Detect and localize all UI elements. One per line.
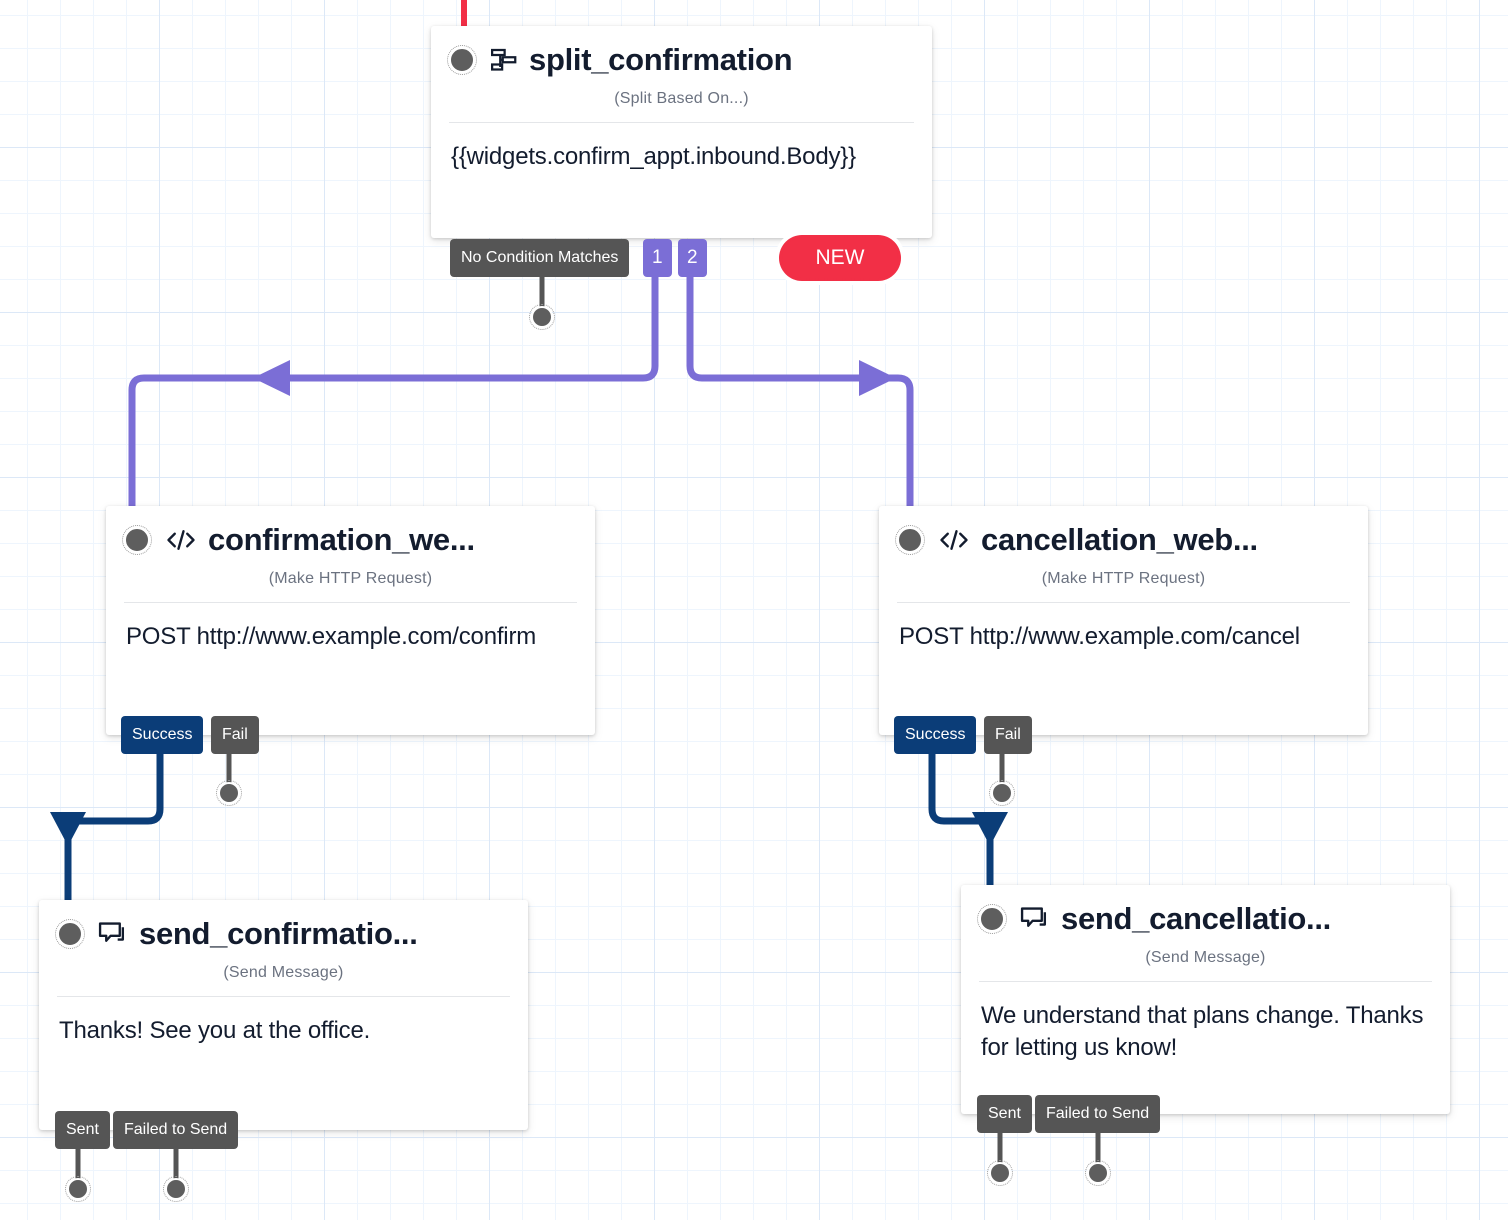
split-icon	[489, 45, 519, 75]
output-no-condition-matches[interactable]: No Condition Matches	[450, 239, 630, 277]
node-divider	[897, 602, 1350, 603]
node-split-confirmation[interactable]: split_confirmation (Split Based On...) {…	[431, 26, 932, 238]
endpoint-send-confirmation-failed[interactable]	[163, 1176, 189, 1202]
node-send-cancellation[interactable]: send_cancellatio... (Send Message) We un…	[961, 885, 1450, 1114]
arrowhead-confirmation-success	[50, 812, 86, 846]
node-input-dot[interactable]	[122, 525, 152, 555]
wire-cancellation-success	[928, 750, 994, 889]
output-send-confirmation-failed[interactable]: Failed to Send	[113, 1111, 239, 1149]
node-title: send_confirmatio...	[139, 916, 418, 951]
node-body: POST http://www.example.com/confirm	[126, 623, 537, 650]
node-body: Thanks! See you at the office.	[59, 1017, 371, 1044]
output-send-cancellation-sent[interactable]: Sent	[977, 1095, 1032, 1133]
node-confirmation-webhook[interactable]: confirmation_we... (Make HTTP Request) P…	[106, 506, 595, 735]
node-title: split_confirmation	[529, 42, 793, 77]
endpoint-send-cancellation-sent[interactable]	[987, 1160, 1013, 1186]
output-confirmation-success[interactable]: Success	[121, 716, 204, 754]
output-branch-1[interactable]: 1	[643, 239, 672, 277]
arrowhead-cancellation-success	[972, 812, 1008, 846]
node-header: split_confirmation	[431, 26, 932, 78]
output-cancellation-fail[interactable]: Fail	[984, 716, 1032, 754]
node-body: {{widgets.confirm_appt.inbound.Body}}	[451, 143, 856, 170]
endpoint-cancellation-fail[interactable]	[989, 780, 1015, 806]
arrowhead-branch-1	[253, 360, 290, 396]
node-send-confirmation[interactable]: send_confirmatio... (Send Message) Thank…	[39, 900, 528, 1130]
node-divider	[979, 981, 1432, 982]
code-icon	[164, 525, 198, 555]
node-title: cancellation_web...	[981, 522, 1258, 557]
new-branch-label: NEW	[782, 238, 898, 278]
node-header: confirmation_we...	[106, 506, 595, 558]
node-input-dot[interactable]	[977, 904, 1007, 934]
code-icon	[937, 525, 971, 555]
node-cancellation-webhook[interactable]: cancellation_web... (Make HTTP Request) …	[879, 506, 1368, 735]
endpoint-confirmation-fail[interactable]	[216, 780, 242, 806]
node-subtitle: (Send Message)	[223, 964, 344, 981]
new-branch-button[interactable]: NEW	[779, 235, 901, 281]
output-cancellation-success[interactable]: Success	[894, 716, 977, 754]
output-confirmation-fail[interactable]: Fail	[211, 716, 259, 754]
node-subtitle: (Make HTTP Request)	[1041, 570, 1206, 587]
output-branch-2[interactable]: 2	[678, 239, 707, 277]
node-input-dot[interactable]	[447, 45, 477, 75]
node-subtitle: (Split Based On...)	[614, 90, 749, 107]
arrowhead-branch-2	[859, 360, 896, 396]
endpoint-send-confirmation-sent[interactable]	[65, 1176, 91, 1202]
node-title: confirmation_we...	[208, 522, 475, 557]
output-send-cancellation-failed[interactable]: Failed to Send	[1035, 1095, 1161, 1133]
node-body: POST http://www.example.com/cancel	[899, 623, 1300, 650]
node-subtitle: (Send Message)	[1145, 949, 1266, 966]
wire-branch-1	[128, 273, 659, 520]
node-divider	[449, 122, 914, 123]
node-input-dot[interactable]	[895, 525, 925, 555]
wire-confirmation-success	[64, 750, 164, 904]
node-title: send_cancellatio...	[1061, 901, 1331, 936]
node-header: send_cancellatio...	[961, 885, 1450, 937]
node-subtitle: (Make HTTP Request)	[268, 570, 433, 587]
node-header: send_confirmatio...	[39, 900, 528, 952]
node-divider	[124, 602, 577, 603]
node-input-dot[interactable]	[55, 919, 85, 949]
endpoint-send-cancellation-failed[interactable]	[1085, 1160, 1111, 1186]
output-send-confirmation-sent[interactable]: Sent	[55, 1111, 110, 1149]
message-icon	[97, 920, 129, 948]
node-body: We understand that plans change. Thanks …	[981, 1002, 1424, 1061]
message-icon	[1019, 905, 1051, 933]
node-divider	[57, 996, 510, 997]
node-header: cancellation_web...	[879, 506, 1368, 558]
endpoint-no-condition-matches[interactable]	[529, 304, 555, 330]
wire-branch-2	[686, 273, 914, 520]
